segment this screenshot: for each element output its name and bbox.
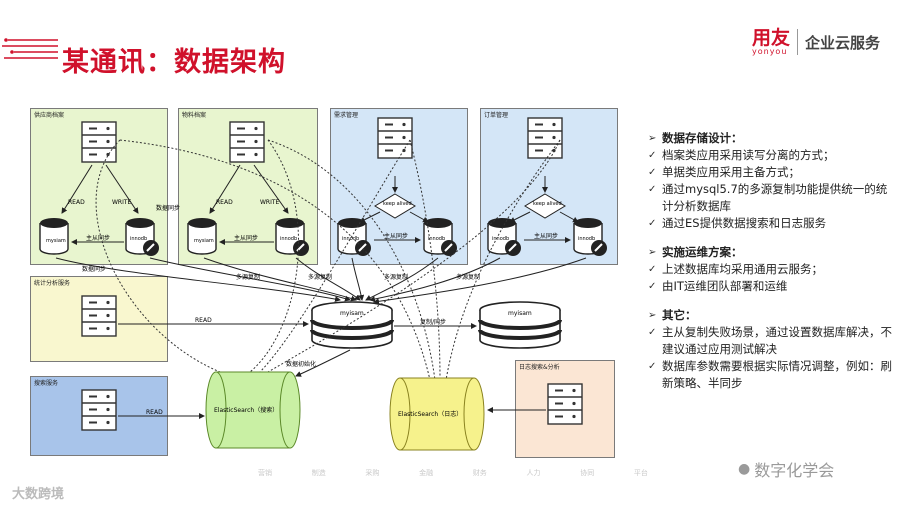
watermark-right: ● 数字化学会 xyxy=(738,457,834,481)
bullet-arrow-icon: ➢ xyxy=(648,247,657,258)
check-icon: ✓ xyxy=(648,150,657,161)
panel-stats: 统计分析服务 xyxy=(30,276,168,362)
check-icon: ✓ xyxy=(648,361,657,372)
note-item: 档案类应用采用读写分离的方式； xyxy=(662,148,835,162)
edge-label-copy-sync: 复制/同步 xyxy=(420,318,446,326)
edge-label-data-sync: 数据同步 xyxy=(82,265,106,273)
node-label-es-log: ElasticSearch（日志） xyxy=(398,410,462,418)
panel-search: 搜索服务 xyxy=(30,376,168,456)
check-icon: ✓ xyxy=(648,167,657,178)
edge-label-multi-copy: 多源复制 xyxy=(236,273,260,281)
panel-label: 供应商档案 xyxy=(34,112,65,119)
edge-label-read: READ xyxy=(195,317,212,324)
check-icon: ✓ xyxy=(648,218,657,229)
edge-label-data-init: 数据初始化 xyxy=(286,360,316,368)
edge-label-multi-copy: 多源复制 xyxy=(308,273,332,281)
panel-label: 订单管理 xyxy=(484,112,509,119)
central-database-icon xyxy=(310,300,394,350)
bullet-arrow-icon: ➢ xyxy=(648,310,657,321)
edge-label-multi-copy: 多源复制 xyxy=(456,273,480,281)
notes-panel: ➢数据存储设计： ✓档案类应用采用读写分离的方式； ✓单据类应用采用主备方式； … xyxy=(648,130,898,404)
panel-label: 物料档案 xyxy=(182,112,207,119)
panel-log: 日志搜索&分析 xyxy=(515,360,615,458)
logo-sub: yonyou xyxy=(752,46,788,56)
nav-item: 金融 xyxy=(419,469,434,477)
nav-item: 采购 xyxy=(365,469,380,477)
db-label: myisam xyxy=(508,310,532,317)
bullet-arrow-icon: ➢ xyxy=(648,133,657,144)
panel-label: 日志搜索&分析 xyxy=(519,364,560,371)
panel-material: 物料档案 xyxy=(178,108,318,265)
note-item: 主从复制失败场景，通过设置数据库解决，不建议通过应用测试解决 xyxy=(662,325,892,356)
node-label-es-search: ElasticSearch（搜索） xyxy=(214,406,278,414)
note-item: 单据类应用采用主备方式； xyxy=(662,165,800,179)
es-log-cylinder xyxy=(389,377,485,451)
logo-text: 企业云服务 xyxy=(805,33,881,52)
brand-logo: 用友 yonyou 企业云服务 xyxy=(752,24,880,60)
edge-label-multi-copy: 多源复制 xyxy=(384,273,408,281)
logo-divider xyxy=(797,29,799,55)
bottom-nav: 营销 制造 采购 金融 财务 人力 协同 平台 xyxy=(258,468,648,478)
note-item: 通过mysql5.7的多源复制功能提供统一的统计分析数据库 xyxy=(662,182,888,213)
db-label: myisam xyxy=(340,310,364,317)
logo-mark: 用友 xyxy=(752,26,791,49)
check-icon: ✓ xyxy=(648,184,657,195)
check-icon: ✓ xyxy=(648,281,657,292)
nav-item: 人力 xyxy=(526,469,541,477)
note-item: 由IT运维团队部署和运维 xyxy=(662,279,788,293)
panel-supplier: 供应商档案 xyxy=(30,108,168,265)
watermark-left: 大数跨境 xyxy=(12,483,64,502)
nav-item: 制造 xyxy=(311,469,326,477)
panel-label: 需求管理 xyxy=(334,112,359,119)
notes-storage: ➢数据存储设计： ✓档案类应用采用读写分离的方式； ✓单据类应用采用主备方式； … xyxy=(648,130,898,232)
check-icon: ✓ xyxy=(648,264,657,275)
section-heading: 实施运维方案： xyxy=(662,245,743,259)
nav-item: 营销 xyxy=(258,469,272,477)
wechat-icon: ● xyxy=(738,461,751,477)
title-decoration xyxy=(2,38,58,59)
note-item: 数据库参数需要根据实际情况调整，例如：刷新策略、半同步 xyxy=(662,359,892,390)
watermark-text: 数字化学会 xyxy=(754,461,835,480)
panel-order: 订单管理 xyxy=(480,108,618,265)
nav-item: 协同 xyxy=(580,469,595,477)
notes-other: ➢ 其它： ✓ 主从复制失败场景，通过设置数据库解决，不建议通过应用测试解决 ✓ 数据… xyxy=(648,307,898,392)
section-heading: 数据存储设计： xyxy=(662,131,743,145)
panel-label: 统计分析服务 xyxy=(34,280,71,287)
page-title: 某通讯：数据架构 xyxy=(62,47,286,78)
note-item: 通过ES提供数据搜索和日志服务 xyxy=(662,216,827,230)
replica-database-icon xyxy=(478,300,562,350)
nav-item: 平台 xyxy=(633,469,648,477)
watermark-text: 大数跨境 xyxy=(12,487,65,502)
panel-label: 搜索服务 xyxy=(34,380,59,387)
section-heading: 其它： xyxy=(662,308,697,322)
check-icon: ✓ xyxy=(648,327,657,338)
es-search-cylinder xyxy=(205,371,301,449)
notes-ops: ➢ 实施运维方案： ✓ 上述数据库均采用通用云服务； ✓ 由IT运维团队部署和运维 xyxy=(648,244,898,295)
note-item: 上述数据库均采用通用云服务； xyxy=(662,262,823,276)
panel-demand: 需求管理 xyxy=(330,108,468,265)
nav-item: 财务 xyxy=(472,469,487,477)
